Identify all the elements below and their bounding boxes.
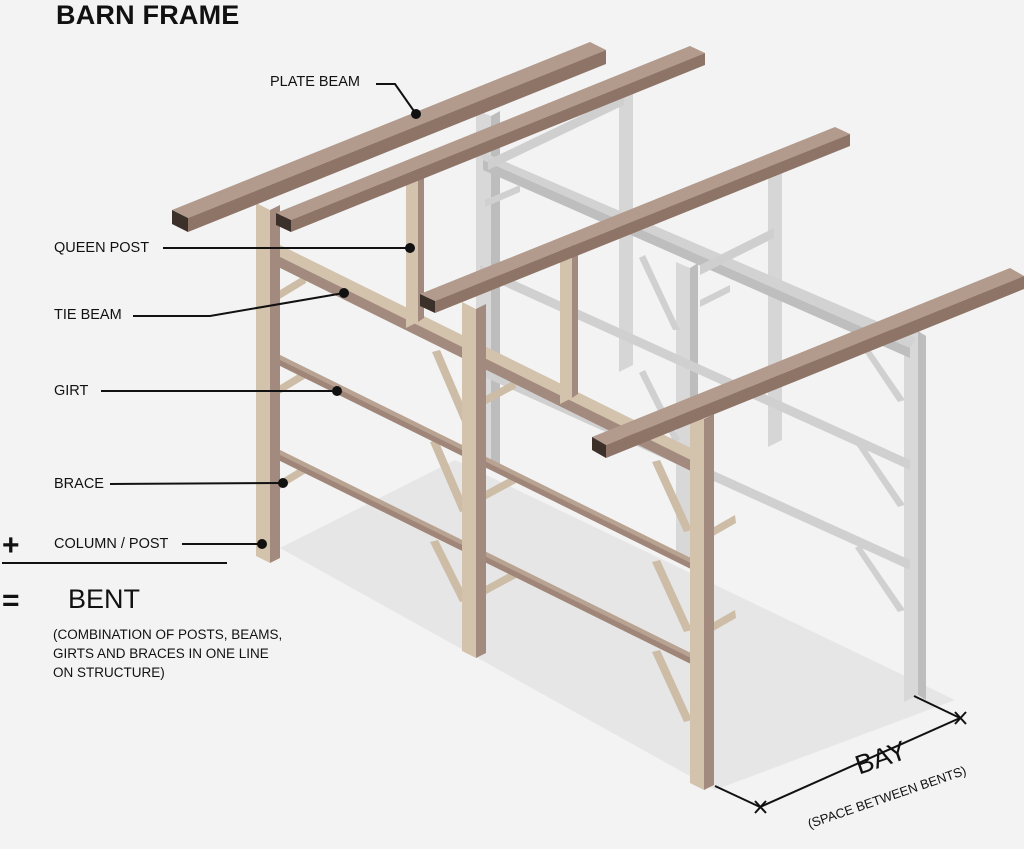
page-title: BARN FRAME	[56, 0, 240, 30]
bent-description: (COMBINATION OF POSTS, BEAMS, GIRTS AND …	[53, 627, 283, 680]
equals-sign: =	[2, 584, 20, 617]
leader-plate-beam	[376, 83, 417, 115]
label-queen-post: QUEEN POST	[54, 240, 150, 256]
leader-tie-beam	[133, 292, 345, 317]
label-brace: BRACE	[54, 476, 104, 492]
label-tie-beam: TIE BEAM	[54, 307, 122, 323]
leader-lines	[2, 83, 967, 814]
plate-beams	[172, 42, 1024, 458]
bay-dimension-line	[714, 785, 761, 808]
label-column-post: COLUMN / POST	[54, 536, 169, 552]
label-girt: GIRT	[54, 383, 89, 399]
plus-sign: +	[2, 529, 20, 562]
leader-brace	[109, 482, 284, 485]
label-plate-beam: PLATE BEAM	[270, 74, 360, 90]
leader-dots	[257, 109, 421, 549]
front-frame	[256, 172, 736, 790]
bent-label: BENT	[68, 584, 141, 614]
